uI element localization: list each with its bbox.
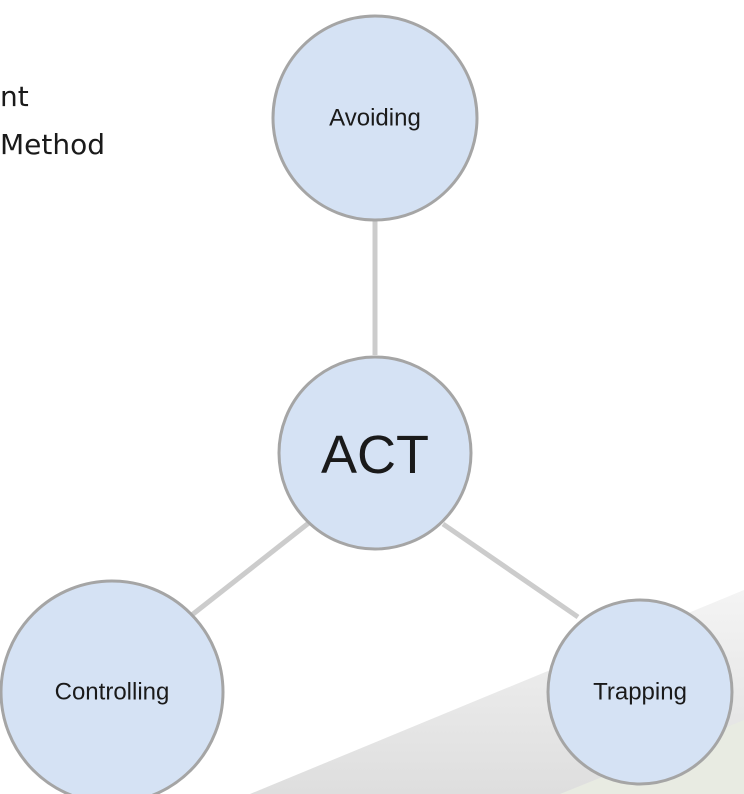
node-act-label: ACT <box>321 425 429 485</box>
node-act-center[interactable]: ACT <box>277 355 473 551</box>
node-trapping[interactable]: Trapping <box>546 598 734 786</box>
node-trapping-label: Trapping <box>593 679 687 706</box>
node-avoiding-label: Avoiding <box>329 105 421 132</box>
slide-text-line-2: Method <box>0 128 106 161</box>
node-controlling-label: Controlling <box>55 679 170 706</box>
node-avoiding[interactable]: Avoiding <box>271 14 479 222</box>
connector-trapping <box>441 521 580 620</box>
slide-text-line-1: nt <box>0 80 29 113</box>
node-controlling[interactable]: Controlling <box>0 579 225 794</box>
connector-controlling <box>186 520 312 620</box>
